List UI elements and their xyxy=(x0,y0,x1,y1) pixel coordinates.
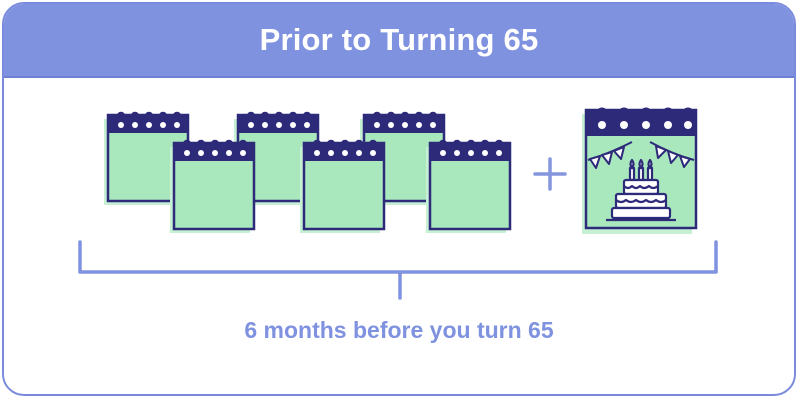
bunting-icon xyxy=(587,141,695,169)
timeline-bracket xyxy=(78,240,718,300)
card: Prior to Turning 65 xyxy=(2,2,796,396)
page-title: Prior to Turning 65 xyxy=(259,22,539,57)
plus-icon xyxy=(533,157,567,191)
birthday-calendar-icon xyxy=(582,107,698,234)
timeline-caption: 6 months before you turn 65 xyxy=(244,317,554,343)
calendar-icon xyxy=(424,139,512,235)
illustration xyxy=(78,107,718,300)
birthday-cake-icon xyxy=(606,158,676,222)
calendar-icon xyxy=(168,139,256,235)
header-bar: Prior to Turning 65 xyxy=(4,4,794,78)
calendar-icon xyxy=(298,139,386,235)
